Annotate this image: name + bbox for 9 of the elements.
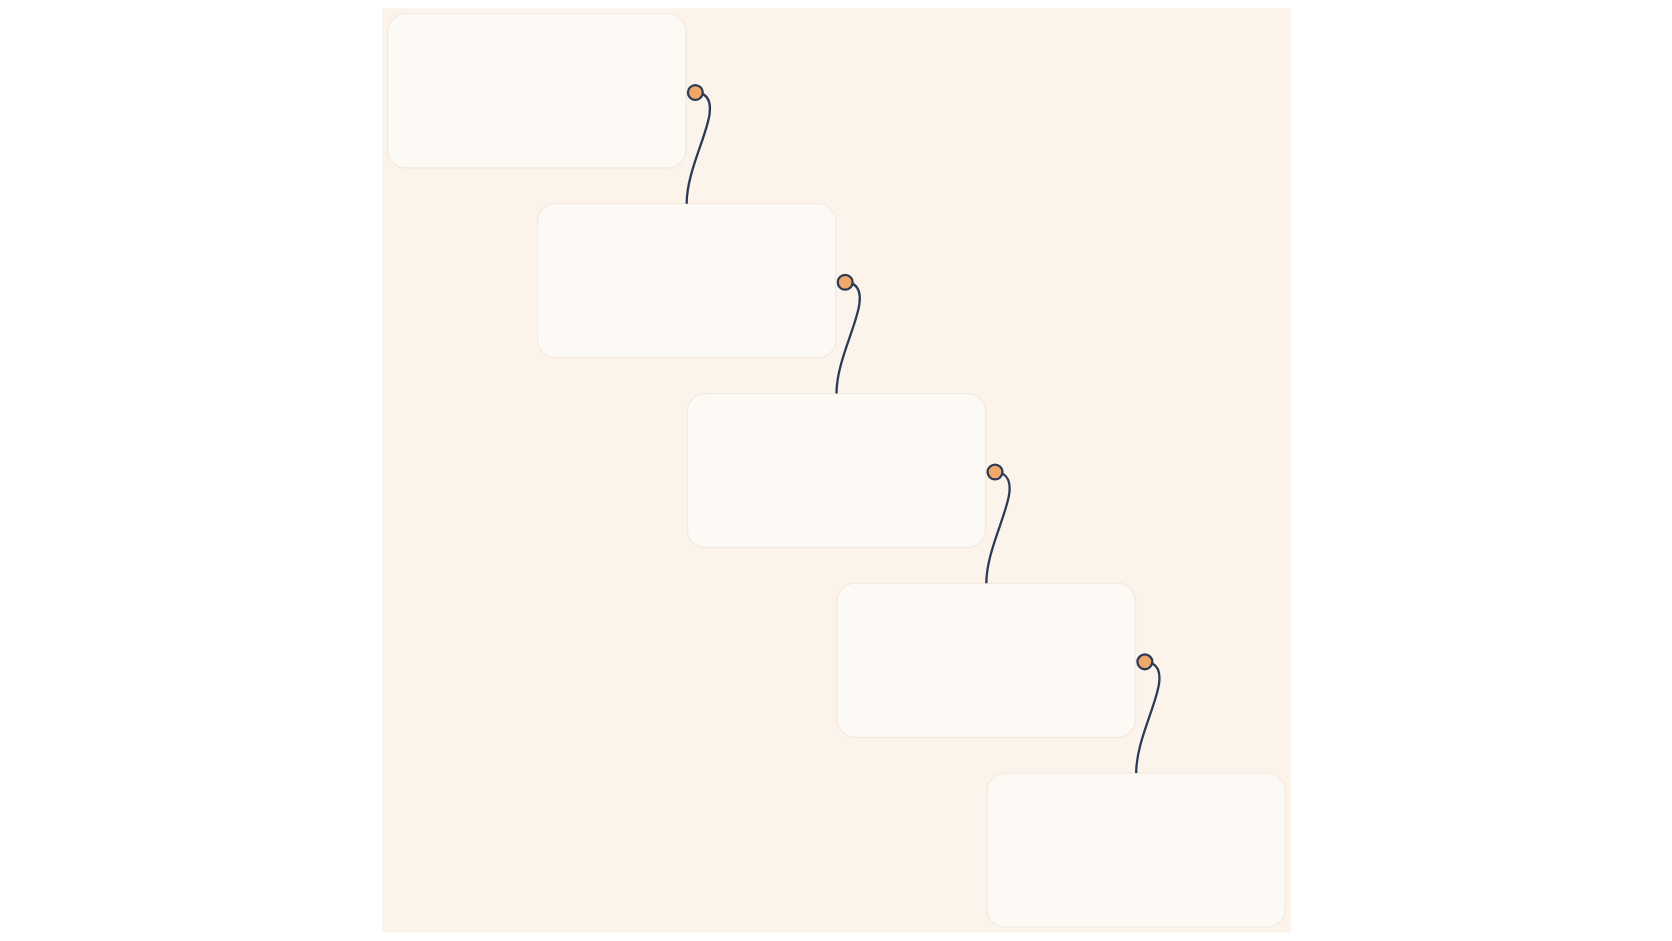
node-box (985, 772, 1286, 928)
node-box (536, 202, 836, 359)
connector (685, 83, 711, 204)
node-box (836, 582, 1136, 739)
node-box (686, 392, 986, 549)
connector (834, 273, 861, 394)
node-box (386, 13, 687, 169)
connector (1134, 653, 1160, 774)
connector (984, 463, 1011, 584)
